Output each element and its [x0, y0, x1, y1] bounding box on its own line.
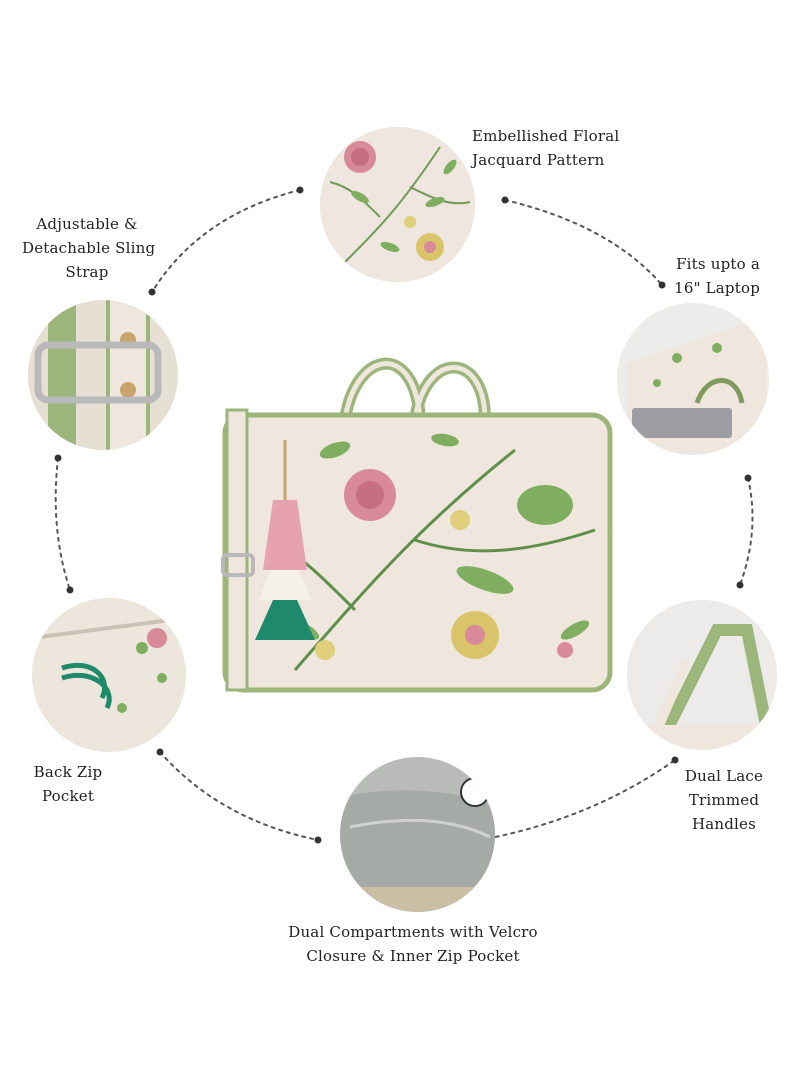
compartments-label-line-2: Closure & Inner Zip Pocket [306, 947, 520, 965]
compartments-label: Dual Compartments with Velcro Closure & … [240, 920, 586, 968]
inner-compartments-image [340, 757, 495, 912]
strap-label-line-2: Detachable Sling [22, 239, 156, 257]
floral-label-line-2: Jacquard Pattern [472, 151, 605, 169]
handles-label: Dual Lace Trimmed Handles [680, 764, 768, 836]
handles-label-line-2: Trimmed [688, 791, 760, 809]
laptop-fit-image [617, 303, 769, 455]
laptop-label-line-2: 16" Laptop [674, 279, 760, 297]
lace-trimmed-handles-image [627, 600, 777, 750]
handles-label-line-1: Dual Lace [684, 767, 764, 785]
floral-pattern-closeup-image [320, 127, 475, 282]
handles-label-line-3: Handles [691, 815, 757, 833]
floral-label-line-1: Embellished Floral [472, 127, 620, 145]
back-zip-label-line-1: Back Zip [33, 763, 103, 781]
compartments-label-line-1: Dual Compartments with Velcro [288, 923, 538, 941]
strap-label: Adjustable & Detachable Sling Strap [22, 212, 156, 284]
strap-buckle-closeup-image [28, 300, 178, 450]
back-zip-label: Back Zip Pocket [30, 760, 106, 808]
laptop-bag-product-image [215, 330, 615, 700]
back-zip-label-line-2: Pocket [41, 787, 95, 805]
floral-pattern-label: Embellished Floral Jacquard Pattern [472, 124, 619, 172]
laptop-label-line-1: Fits upto a [676, 255, 760, 273]
strap-label-line-3: Strap [65, 263, 109, 281]
laptop-fit-label: Fits upto a 16" Laptop [660, 252, 760, 300]
strap-label-line-1: Adjustable & [36, 215, 138, 233]
back-zip-pocket-image [32, 598, 186, 752]
